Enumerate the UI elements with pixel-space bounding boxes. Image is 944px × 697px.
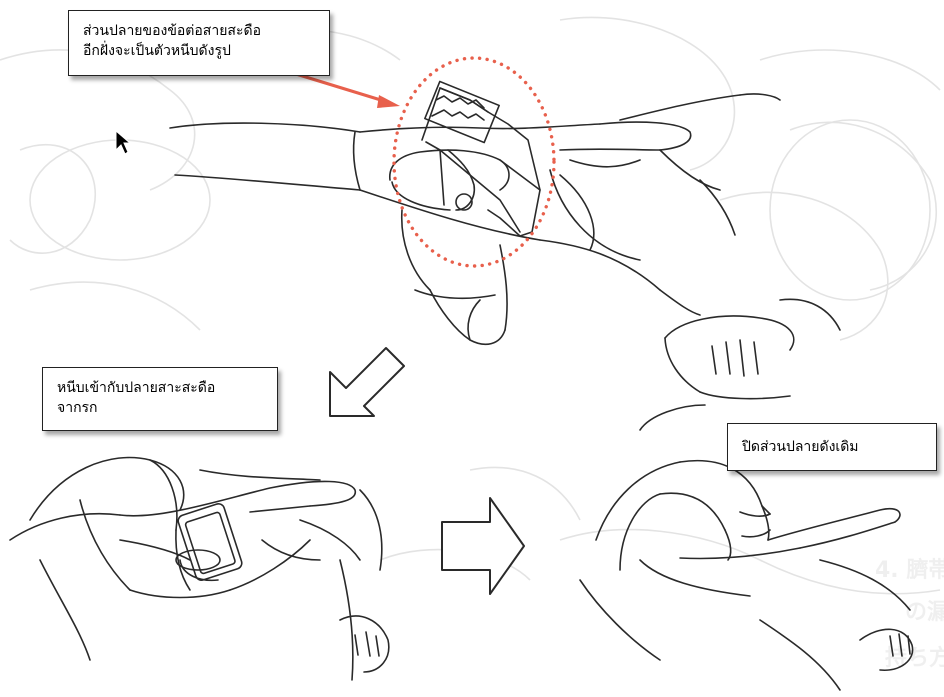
callout-right-line-1: ปิดส่วนปลายดังเดิม	[742, 437, 922, 457]
right-hand-fragment	[640, 299, 840, 430]
background-text-line-1: 4. 臍帯部の持ち方	[875, 552, 944, 584]
callout-top: ส่วนปลายของข้อต่อสายสะดือ อีกฝั่งจะเป็นต…	[68, 10, 330, 76]
bottom-left-clamp-illustration	[10, 458, 389, 681]
arrow-down-left-icon	[330, 348, 404, 416]
faint-background-sketch	[0, 17, 940, 593]
callout-right: ปิดส่วนปลายดังเดิม	[727, 423, 937, 471]
bottom-right-capped-cord-illustration	[580, 461, 913, 690]
callout-top-line-2: อีกฝั่งจะเป็นตัวหนีบดังรูป	[83, 41, 315, 61]
top-clamp-illustration	[170, 81, 780, 344]
callout-pointer-arrow	[296, 74, 400, 108]
callout-middle-left-line-2: จากรก	[57, 398, 263, 418]
background-text-line-3: 持ち方の一例です。	[885, 640, 944, 672]
callout-middle-left: หนีบเข้ากับปลายสาะสะดือ จากรก	[42, 367, 278, 431]
background-text-line-2: の漏が上を向かない様に、後頭部を人差し指で押えてください。	[905, 594, 944, 626]
mouse-cursor-icon	[116, 131, 130, 154]
callout-middle-left-line-1: หนีบเข้ากับปลายสาะสะดือ	[57, 378, 263, 398]
arrow-right-icon	[442, 498, 524, 594]
highlight-ellipse	[394, 58, 554, 266]
callout-top-line-1: ส่วนปลายของข้อต่อสายสะดือ	[83, 21, 315, 41]
